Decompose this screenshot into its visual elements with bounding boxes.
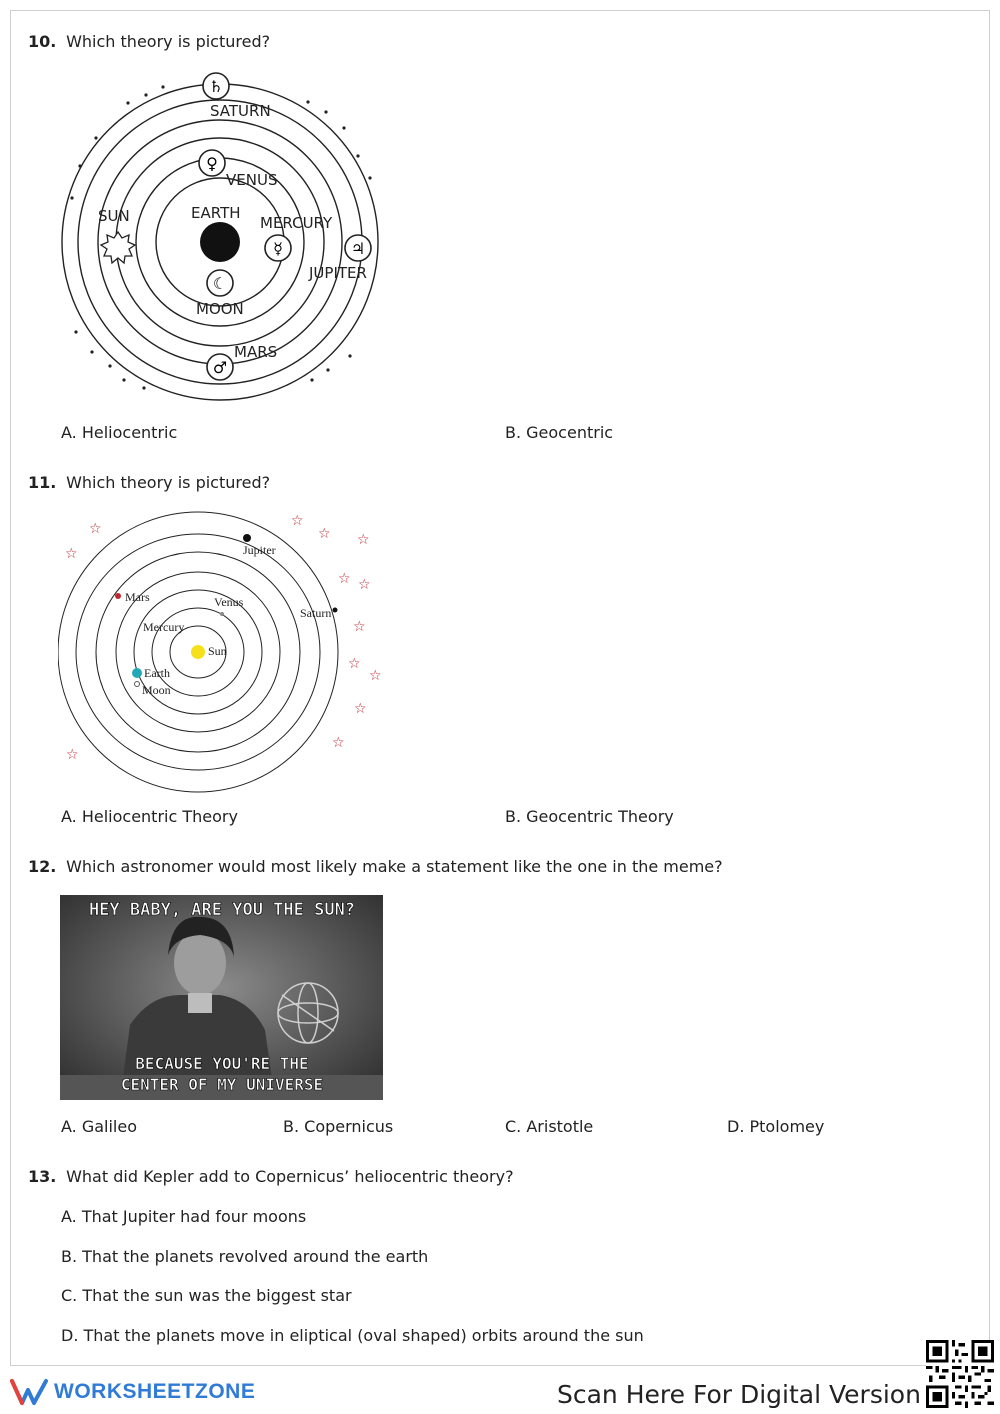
svg-text:☿: ☿ <box>273 239 283 258</box>
brand-name: WORKSHEETZONE <box>54 1380 256 1403</box>
option-d[interactable]: D. Ptolomey <box>727 1117 825 1136</box>
label-sun: SUN <box>98 207 130 225</box>
mars-symbol-icon: ♂ <box>206 353 234 381</box>
meme-bottom-line-2: CENTER OF MY UNIVERSE <box>121 1075 323 1094</box>
svg-text:☆: ☆ <box>65 546 78 562</box>
label-mars: MARS <box>234 343 277 361</box>
jupiter-symbol-icon: ♃ <box>344 234 372 262</box>
question-13: 13. What did Kepler add to Copernicus’ h… <box>28 1167 514 1186</box>
svg-text:☆: ☆ <box>357 532 370 548</box>
label-mercury: Mercury <box>143 620 184 634</box>
moon-dot <box>134 681 140 687</box>
svg-text:☆: ☆ <box>354 701 367 717</box>
venus-symbol-icon: ♀ <box>198 149 226 177</box>
question-number: 13. <box>28 1167 57 1186</box>
heliocentric-diagram: ☆ ☆ ☆ ☆ ☆ ☆ ☆ ☆ ☆ ☆ ☆ ☆ ☆ Jupiter Mars Venus Sa… <box>58 511 382 793</box>
mercury-symbol-icon: ☿ <box>264 234 292 262</box>
label-mercury: MERCURY <box>260 214 333 232</box>
qr-code-icon[interactable] <box>926 1340 994 1408</box>
worksheetzone-logo[interactable]: WORKSHEETZONE <box>10 1378 255 1406</box>
earth-dot <box>132 668 142 678</box>
question-12: 12. Which astronomer would most likely m… <box>28 857 723 876</box>
earth-icon <box>200 222 240 262</box>
star-icons: ☆ ☆ ☆ ☆ ☆ ☆ ☆ ☆ ☆ ☆ ☆ ☆ ☆ <box>65 513 382 763</box>
scan-text: Scan Here For Digital Version <box>557 1380 921 1409</box>
option-b[interactable]: B. Copernicus <box>283 1117 394 1136</box>
svg-text:♀: ♀ <box>206 154 218 173</box>
label-earth: Earth <box>144 666 170 680</box>
svg-text:☆: ☆ <box>353 619 366 635</box>
option-c[interactable]: C. Aristotle <box>505 1117 594 1136</box>
meme-top-text: HEY BABY, ARE YOU THE SUN? <box>89 900 355 920</box>
svg-text:☆: ☆ <box>66 747 79 763</box>
svg-text:☆: ☆ <box>369 668 382 684</box>
option-a[interactable]: A. Heliocentric <box>61 423 178 442</box>
svg-text:☆: ☆ <box>338 571 351 587</box>
option-b[interactable]: B. That the planets revolved around the … <box>61 1247 429 1266</box>
label-mars: Mars <box>125 590 150 604</box>
svg-text:☆: ☆ <box>348 656 361 672</box>
label-venus: Venus <box>214 595 244 609</box>
label-sun: Sun <box>208 644 227 658</box>
question-text: Which theory is pictured? <box>66 473 271 492</box>
option-a[interactable]: A. Heliocentric Theory <box>61 807 238 826</box>
saturn-symbol-icon: ♄ <box>202 72 230 100</box>
option-b[interactable]: B. Geocentric Theory <box>505 807 674 826</box>
option-d[interactable]: D. That the planets move in eliptical (o… <box>61 1326 644 1345</box>
moon-symbol-icon: ☾ <box>206 269 234 297</box>
question-text: Which astronomer would most likely make … <box>66 857 723 876</box>
w-logo-icon <box>10 1379 48 1405</box>
svg-text:☆: ☆ <box>291 513 304 529</box>
geocentric-diagram: ♄ ♀ ☿ ♃ ☾ ♂ SATURN VENUS SUN EARTH MERCU… <box>61 72 379 401</box>
label-saturn: SATURN <box>210 102 271 120</box>
label-saturn: Saturn <box>300 606 331 620</box>
meme-bottom-line-1: BECAUSE YOU'RE THE <box>135 1054 308 1073</box>
label-moon: MOON <box>196 300 244 318</box>
label-venus: VENUS <box>226 171 277 189</box>
option-c[interactable]: C. That the sun was the biggest star <box>61 1286 352 1305</box>
svg-text:☆: ☆ <box>318 526 331 542</box>
svg-text:☆: ☆ <box>358 577 371 593</box>
copernicus-meme-image: HEY BABY, ARE YOU THE SUN? BECAUSE YOU'R… <box>60 895 383 1100</box>
question-number: 12. <box>28 857 57 876</box>
venus-dot <box>220 612 224 616</box>
question-number: 10. <box>28 32 57 51</box>
svg-text:☆: ☆ <box>89 521 102 537</box>
saturn-dot <box>332 607 338 613</box>
sun-icon <box>99 230 137 265</box>
svg-text:☾: ☾ <box>213 274 227 293</box>
label-moon: Moon <box>142 683 171 697</box>
jupiter-dot <box>243 534 251 542</box>
question-text: What did Kepler add to Copernicus’ helio… <box>66 1167 514 1186</box>
question-text: Which theory is pictured? <box>66 32 271 51</box>
option-a[interactable]: A. That Jupiter had four moons <box>61 1207 307 1226</box>
label-earth: EARTH <box>191 204 241 222</box>
question-11: 11. Which theory is pictured? <box>28 473 270 492</box>
mars-dot <box>115 593 121 599</box>
question-number: 11. <box>28 473 57 492</box>
question-10: 10. Which theory is pictured? <box>28 32 270 51</box>
option-a[interactable]: A. Galileo <box>61 1117 138 1136</box>
svg-text:♂: ♂ <box>213 358 227 377</box>
sun-icon <box>191 645 205 659</box>
svg-text:♄: ♄ <box>209 77 223 96</box>
label-jupiter: JUPITER <box>308 264 367 282</box>
option-b[interactable]: B. Geocentric <box>505 423 614 442</box>
worksheet-frame <box>10 10 990 1366</box>
svg-text:☆: ☆ <box>332 735 345 751</box>
svg-text:♃: ♃ <box>351 239 365 258</box>
label-jupiter: Jupiter <box>243 543 276 557</box>
